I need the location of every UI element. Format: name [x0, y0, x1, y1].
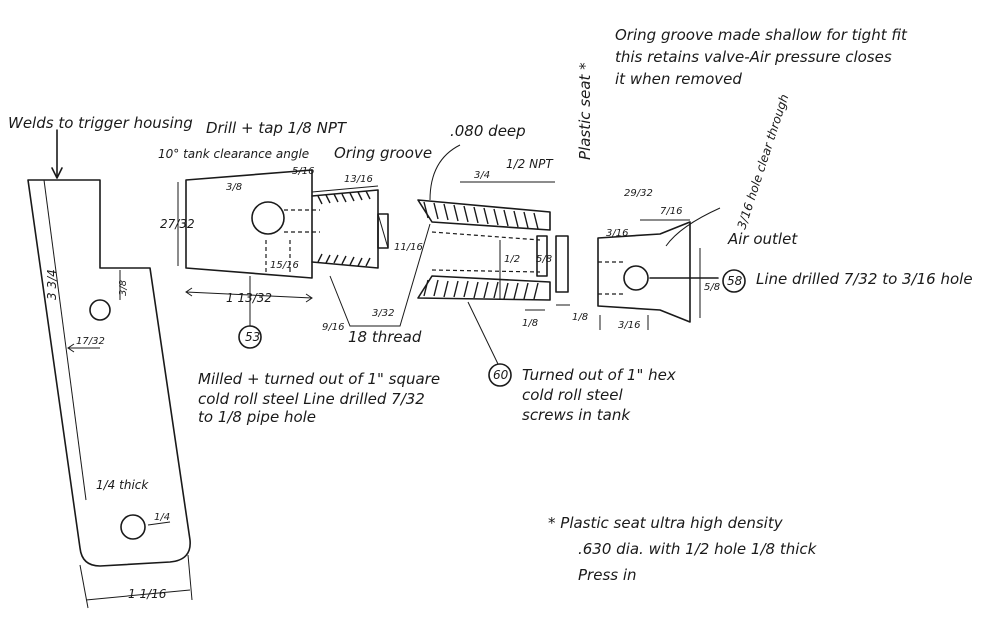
plastic-seat	[555, 235, 570, 306]
dim-1-8b: 1/8	[572, 312, 588, 323]
dim-1-13-32: 1 13/32	[226, 291, 272, 305]
part-60-number: 60	[493, 368, 509, 382]
bracket-upper-hole	[89, 299, 111, 321]
part-58-outlet	[597, 207, 746, 330]
part-58-number: 58	[727, 274, 743, 288]
dim-29-32: 29/32	[624, 188, 653, 199]
oring-note-line1: Oring groove made shallow for tight fit	[615, 26, 908, 44]
dim-3-8-top: 3/8	[226, 182, 242, 193]
milled-line2: cold roll steel Line drilled 7/32	[198, 390, 425, 408]
part-60-body	[417, 144, 555, 387]
part-53-number: 53	[245, 330, 260, 344]
dim-13-16: 13/16	[344, 174, 373, 185]
milled-line1: Milled + turned out of 1" square	[198, 370, 440, 388]
dim-17-32: 17/32	[76, 336, 105, 347]
thread-label: 18 thread	[348, 328, 422, 346]
dim-7-16: 7/16	[660, 206, 682, 217]
air-outlet-label: Air outlet	[727, 230, 798, 248]
dim-1-8a: 1/8	[522, 318, 538, 329]
oring-groove-label: Oring groove	[334, 144, 432, 162]
dim-3-16: 3/16	[606, 228, 628, 239]
dim-9-16: 9/16	[322, 322, 344, 333]
dim-5-8-right: 5/8	[704, 282, 720, 293]
dim-3-8: 3/8	[118, 280, 129, 296]
milled-line3: to 1/8 pipe hole	[198, 408, 316, 426]
turned-line1: Turned out of 1" hex	[522, 366, 676, 384]
dim-3-4: 3/4	[474, 170, 490, 181]
turned-line2: cold roll steel	[522, 386, 623, 404]
weld-label: Welds to trigger housing	[8, 114, 193, 132]
dim-5-8: 5/8	[536, 254, 552, 265]
bracket-plate	[27, 129, 193, 609]
tank-clearance-label: 10° tank clearance angle	[158, 147, 309, 161]
dim-3-3-4: 3 3/4	[45, 269, 59, 300]
oring-note-line2: this retains valve-Air pressure closes	[615, 48, 892, 66]
drill-tap-label: Drill + tap 1/8 NPT	[206, 119, 348, 137]
plastic-seat-label: Plastic seat *	[576, 62, 594, 160]
dim-5-16: 5/16	[292, 166, 314, 177]
thick-label: 1/4 thick	[96, 478, 149, 492]
dim-3-16-b: 3/16	[618, 320, 640, 331]
line-drilled-58-label: Line drilled 7/32 to 3/16 hole	[756, 270, 973, 288]
dim-27-32: 27/32	[160, 217, 195, 231]
turned-line3: screws in tank	[522, 406, 631, 424]
deep-label: .080 deep	[450, 122, 526, 140]
dim-1-2: 1/2	[504, 254, 520, 265]
seat-note-line1: * Plastic seat ultra high density	[548, 514, 784, 532]
dim-11-16: 11/16	[394, 242, 423, 253]
part-53-block	[177, 169, 431, 349]
part-60-callout	[488, 363, 512, 387]
seat-note-line2: .630 dia. with 1/2 hole 1/8 thick	[578, 540, 818, 558]
part-58-callout	[722, 269, 746, 293]
dim-1-1-16: 1 1/16	[128, 587, 167, 601]
dim-1-4-hole: 1/4	[154, 512, 170, 523]
oring-note-line3: it when removed	[615, 70, 742, 88]
npt-label: 1/2 NPT	[506, 157, 554, 171]
dim-3-32: 3/32	[372, 308, 394, 319]
seat-note-line3: Press in	[578, 566, 637, 584]
dim-15-16: 15/16	[270, 260, 299, 271]
bracket-lower-hole	[120, 514, 146, 540]
hole-clear-label: 3/16 hole clear through	[735, 92, 792, 230]
